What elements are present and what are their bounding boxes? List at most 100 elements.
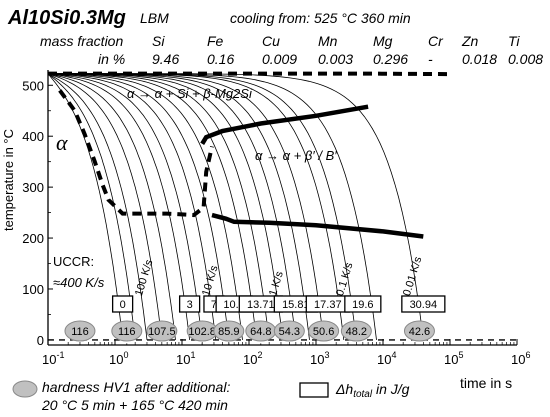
enthalpy-legend-unit: in J/g xyxy=(372,381,410,397)
cooling-curve xyxy=(47,73,123,340)
x-tick-exponent: 3 xyxy=(324,350,329,360)
element-symbol-fe: Fe xyxy=(207,33,224,49)
hardness-marker xyxy=(403,320,435,342)
x-tick-label: 10-1 xyxy=(42,350,64,367)
cooling-curve xyxy=(47,73,190,340)
hardness-marker xyxy=(64,320,96,342)
enthalpy-legend-label: Δhtotal in J/g xyxy=(335,381,410,400)
element-value-cr: - xyxy=(428,51,433,67)
x-tick-exponent: 2 xyxy=(257,350,262,360)
hardness-value: 64.8 xyxy=(250,326,271,338)
hardness-value: 102.8 xyxy=(188,326,216,338)
element-value-fe: 0.16 xyxy=(207,51,234,67)
enthalpy-value: 13.71 xyxy=(247,299,275,311)
uccr-value: ≈400 K/s xyxy=(53,275,105,290)
element-value-zn: 0.018 xyxy=(462,51,497,67)
cooling-rate-label: 10 K/s xyxy=(200,264,221,298)
element-value-mn: 0.003 xyxy=(318,51,353,67)
x-tick-label: 106 xyxy=(511,350,530,367)
x-tick-label: 101 xyxy=(176,350,195,367)
cooling-curve xyxy=(47,73,136,340)
cooling-curve xyxy=(47,73,297,340)
mass-fraction-label: mass fraction xyxy=(40,33,123,49)
hardness-value: 107.5 xyxy=(148,326,176,338)
x-tick-exponent: 6 xyxy=(525,350,530,360)
y-tick-label: 100 xyxy=(22,282,44,297)
hardness-value: 116 xyxy=(118,326,136,338)
cooling-curve xyxy=(47,73,203,340)
cooling-rate-label: 0.01 K/s xyxy=(401,255,424,298)
y-tick-label: 500 xyxy=(22,78,44,93)
hardness-legend-swatch xyxy=(12,380,38,398)
cooling-curve xyxy=(47,73,243,340)
enthalpy-legend-sub: total xyxy=(353,389,373,400)
element-symbol-zn: Zn xyxy=(461,33,479,49)
upper-region-label: α → α + Si + β-Mg2Si xyxy=(127,86,253,101)
boundary-lower-precipitation-start xyxy=(211,212,424,239)
enthalpy-legend-swatch xyxy=(299,382,329,398)
element-value-ti: 0.008 xyxy=(508,51,543,67)
x-tick-label: 102 xyxy=(243,350,262,367)
enthalpy-value: 7 xyxy=(211,299,217,311)
hardness-legend-line1: hardness HV1 after additional: xyxy=(42,379,230,395)
x-tick-exponent: 4 xyxy=(391,350,396,360)
element-value-cu: 0.009 xyxy=(262,51,297,67)
enthalpy-box xyxy=(401,295,446,313)
hardness-value: 54.3 xyxy=(279,326,300,338)
hardness-marker xyxy=(146,320,178,342)
hardness-legend-line2: 20 °C 5 min + 165 °C 420 min xyxy=(41,397,228,413)
element-value-mg: 0.296 xyxy=(373,51,408,67)
boundary-upper-precipitation-start xyxy=(200,104,369,145)
element-symbol-si: Si xyxy=(152,33,165,49)
cooling-curve xyxy=(47,73,148,340)
lower-region-label: α → α + β′ / B′ xyxy=(255,148,337,163)
y-tick-label: 200 xyxy=(22,231,44,246)
x-tick-exponent: 1 xyxy=(190,350,195,360)
unit-label: in % xyxy=(98,51,125,67)
cooling-rate-label: 1 K/s xyxy=(267,270,286,298)
cooling-curve xyxy=(47,73,270,340)
enthalpy-value: 3 xyxy=(187,299,193,311)
cooling-curve xyxy=(47,73,230,340)
hardness-value: 116 xyxy=(71,326,89,338)
enthalpy-box xyxy=(178,295,201,313)
enthalpy-value: 30.94 xyxy=(410,299,438,311)
element-symbol-cr: Cr xyxy=(428,33,444,49)
enthalpy-value: 0 xyxy=(120,299,126,311)
hardness-marker xyxy=(213,320,245,342)
hardness-marker xyxy=(308,320,340,342)
enthalpy-box xyxy=(111,295,134,313)
x-tick-exponent: 0 xyxy=(123,350,128,360)
boundary-solvus xyxy=(48,71,451,77)
cooling-curve xyxy=(47,73,257,340)
hardness-value: 85.9 xyxy=(218,326,239,338)
hardness-value: 42.6 xyxy=(409,326,430,338)
x-axis-label: time in s xyxy=(460,375,512,391)
hardness-value: 48.2 xyxy=(346,326,367,338)
x-tick-label: 100 xyxy=(109,350,128,367)
x-tick-label: 103 xyxy=(310,350,329,367)
enthalpy-value: 17.37 xyxy=(314,299,342,311)
alpha-label: α xyxy=(56,130,68,155)
enthalpy-value: 19.6 xyxy=(352,299,373,311)
process-label: LBM xyxy=(140,10,169,26)
cooling-curve xyxy=(47,73,163,340)
cooling-curve xyxy=(47,73,217,340)
y-axis-label: temperature in °C xyxy=(1,129,16,231)
cooling-from-label: cooling from: 525 °C 360 min xyxy=(230,10,411,26)
enthalpy-box xyxy=(344,295,382,313)
boundary-upper-critical-dashed xyxy=(58,89,214,218)
element-value-si: 9.46 xyxy=(152,51,179,67)
cooling-curve xyxy=(47,73,324,340)
hardness-value: 50.6 xyxy=(313,326,334,338)
x-tick-exponent: -1 xyxy=(56,350,64,360)
cooling-rate-label: 0.1 K/s xyxy=(334,261,356,298)
alloy-title: Al10Si0.3Mg xyxy=(7,7,126,29)
hardness-marker xyxy=(273,320,305,342)
element-symbol-mg: Mg xyxy=(373,33,393,49)
element-symbol-mn: Mn xyxy=(318,33,338,49)
x-tick-label: 104 xyxy=(377,350,396,367)
hardness-marker xyxy=(340,320,372,342)
element-symbol-ti: Ti xyxy=(508,33,520,49)
